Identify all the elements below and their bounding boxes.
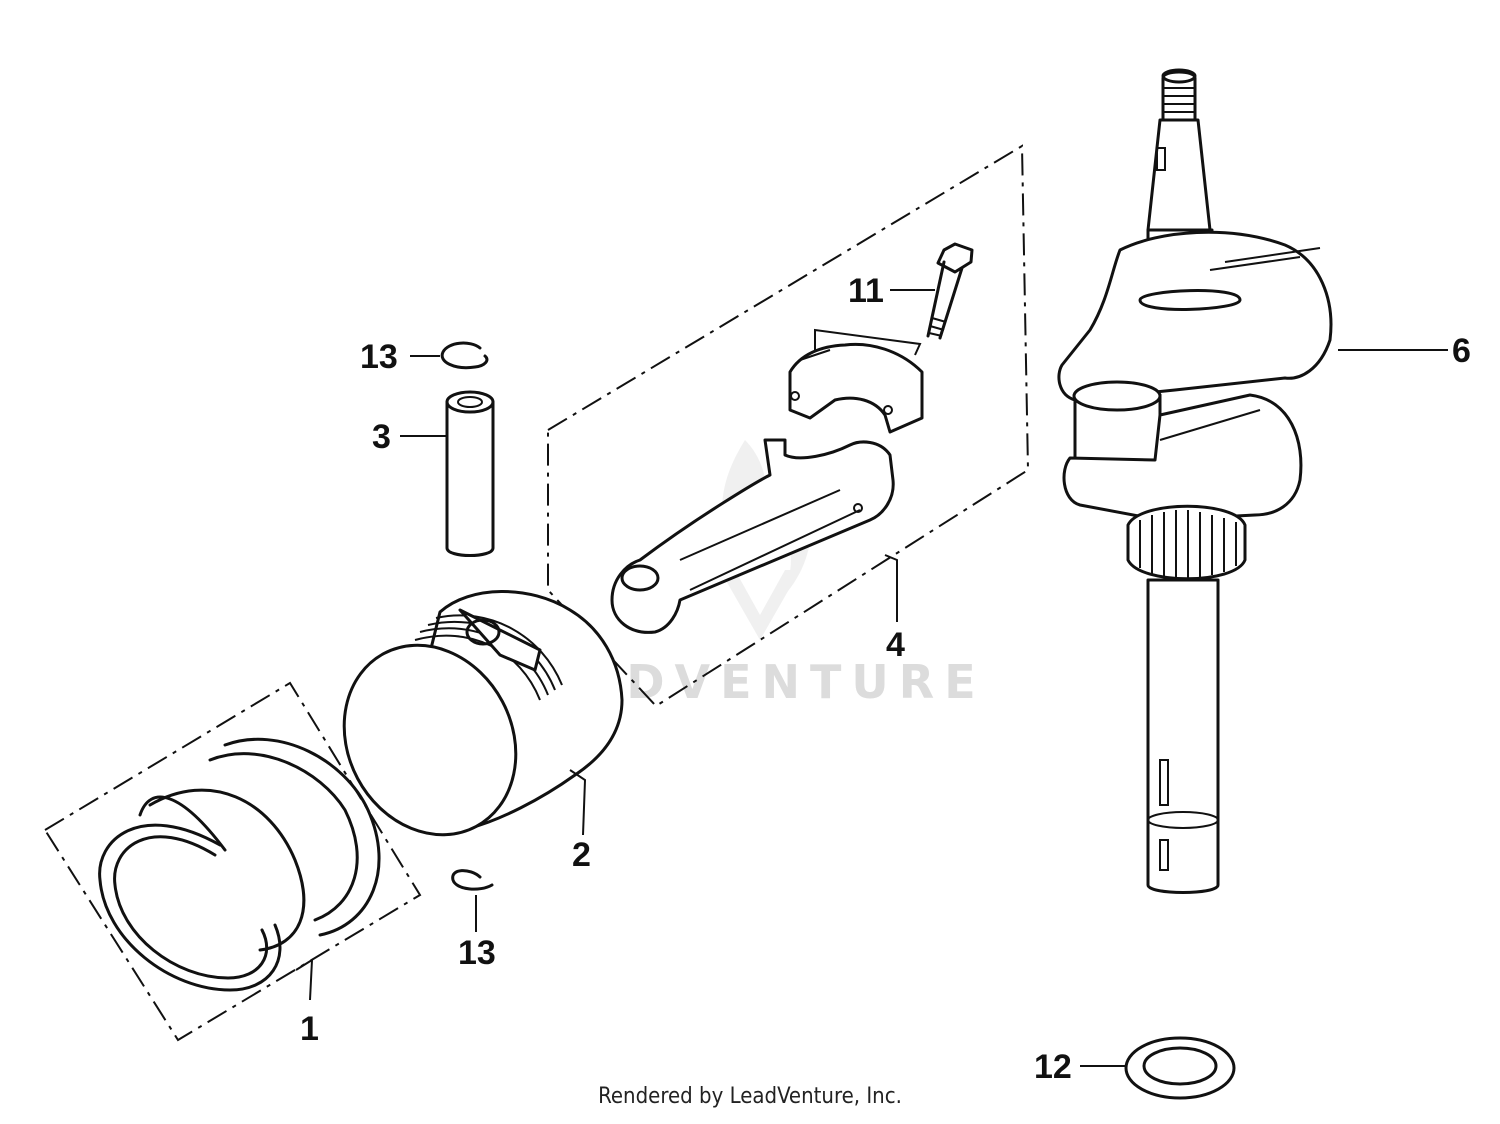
callout-3: 3 (372, 418, 391, 456)
leader-lines (295, 289, 1448, 1067)
crankshaft (1057, 68, 1333, 894)
callout-1: 1 (300, 1010, 319, 1048)
callout-12: 12 (1034, 1048, 1072, 1086)
callout-11: 11 (848, 272, 884, 310)
callout-13-top: 13 (360, 338, 398, 376)
callout-6: 6 (1452, 332, 1471, 370)
callout-4: 4 (886, 626, 905, 664)
piston (342, 590, 624, 837)
piston-pin (445, 390, 495, 557)
callout-13-bottom: 13 (458, 934, 496, 972)
piston-pin-clip-bottom (451, 869, 494, 891)
connecting-rod-assembly (547, 144, 1030, 708)
piston-rings (43, 681, 422, 1042)
connecting-rod-bolt (926, 242, 974, 340)
footer-credit: Rendered by LeadVenture, Inc. (598, 1084, 902, 1109)
washer (1124, 1036, 1236, 1100)
callout-2: 2 (572, 836, 591, 874)
piston-pin-clip-top (440, 341, 489, 370)
